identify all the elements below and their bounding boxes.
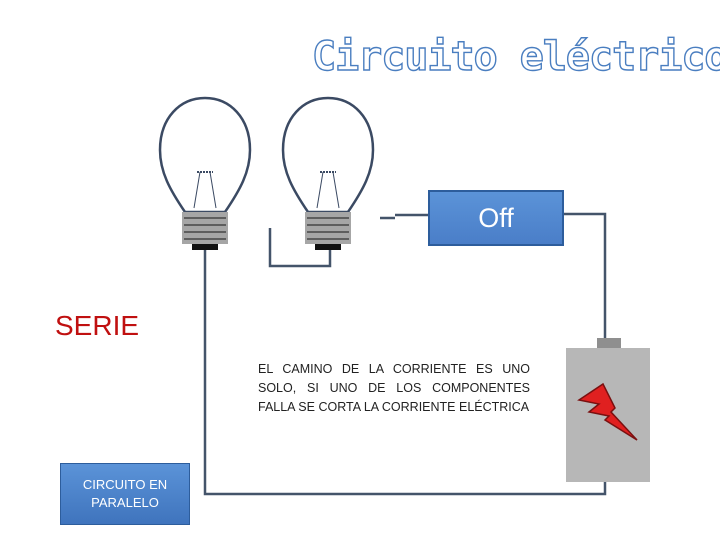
lightning-bolt-icon — [577, 382, 638, 441]
light-bulb-icon — [158, 96, 252, 250]
switch-off-button[interactable]: Off — [428, 190, 564, 246]
battery-terminal — [597, 338, 621, 349]
parallel-circuit-button[interactable]: CIRCUITO EN PARALELO — [60, 463, 190, 525]
page-title: Circuito eléctrico — [311, 33, 720, 80]
light-bulb-icon — [281, 96, 375, 250]
circuit-wires — [203, 212, 607, 496]
description-text: EL CAMINO DE LA CORRIENTE ES UNO SOLO, S… — [258, 362, 530, 414]
serie-label: SERIE — [55, 310, 140, 341]
